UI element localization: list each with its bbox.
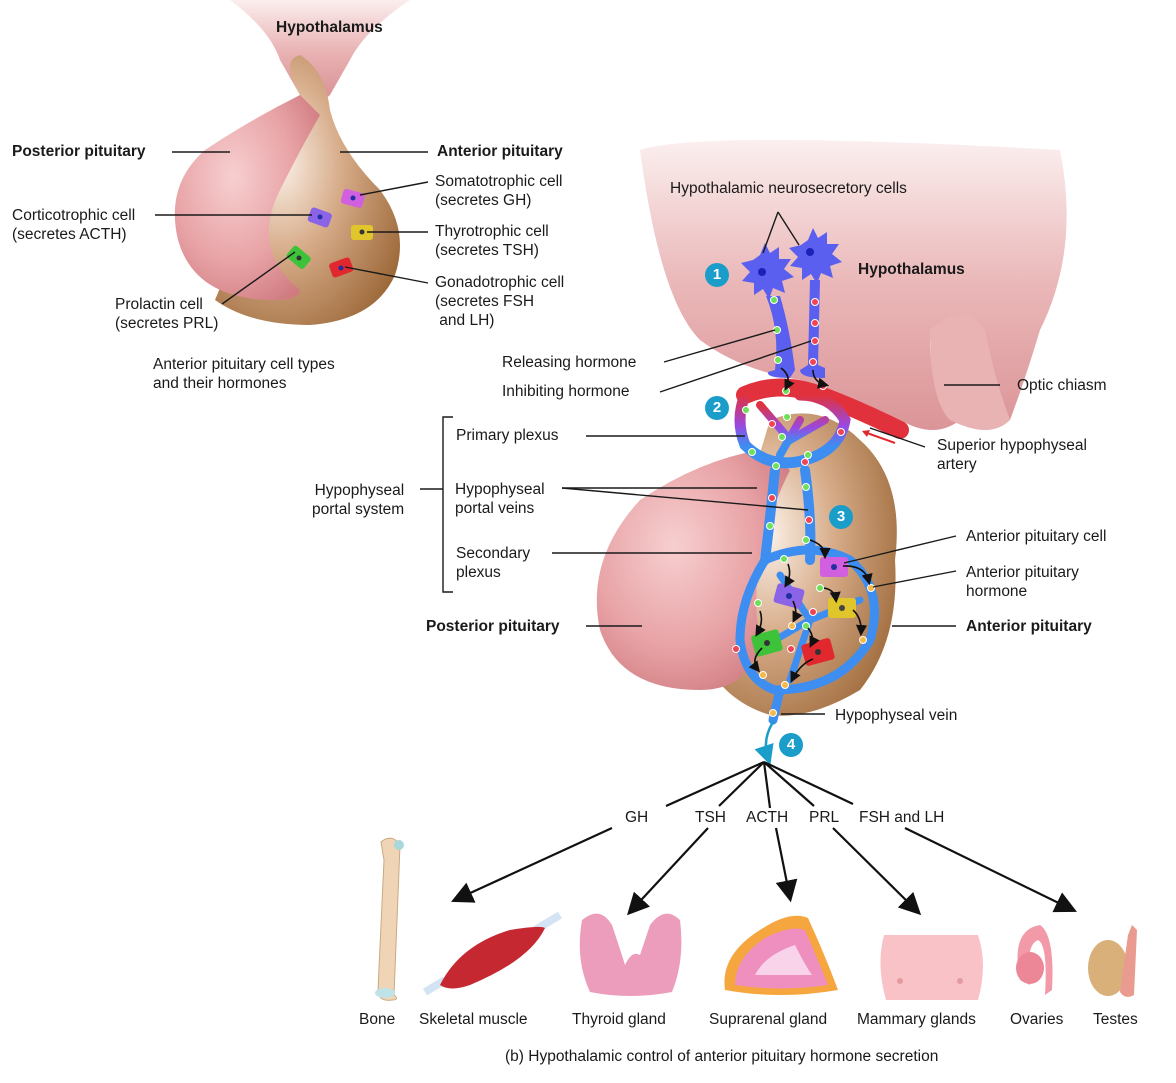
target-skeletal-muscle: Skeletal muscle xyxy=(419,1011,528,1028)
flow-arrows xyxy=(748,367,873,683)
ovaries-illustration xyxy=(1016,925,1053,995)
target-arrows xyxy=(451,827,1077,916)
step-badge-3: 3 xyxy=(829,505,853,529)
hormone-acth: ACTH xyxy=(746,809,789,826)
neurosecretory-cells-label: Hypothalamic neurosecretory cells xyxy=(670,180,907,197)
releasing-hormone-dots xyxy=(742,296,824,630)
inhibiting-hormone-label: Inhibiting hormone xyxy=(502,383,630,400)
hormone-prl: PRL xyxy=(809,809,840,826)
step-badge-1: 1 xyxy=(705,263,729,287)
target-bone: Bone xyxy=(359,1011,396,1028)
optic-chiasm-label: Optic chiasm xyxy=(1017,377,1107,394)
optic-chiasm-shape xyxy=(930,315,1010,430)
panel-b-hypothalamus xyxy=(640,140,1067,430)
panel-a-leader-lines xyxy=(155,151,429,305)
anterior-pituitary-cells-b xyxy=(751,557,856,666)
superior-hypophyseal-artery-label: Superior hypophyseal artery xyxy=(937,437,1087,473)
thyroid-gland-illustration xyxy=(579,913,682,996)
prolactin-cell-label: Prolactin cell(secretes PRL) xyxy=(115,296,219,332)
releasing-hormone-label: Releasing hormone xyxy=(502,354,637,371)
posterior-lobe-a xyxy=(174,95,320,300)
anterior-pituitary-label-b: Anterior pituitary xyxy=(966,618,1092,635)
blood-flow-arrow-icon xyxy=(866,432,896,444)
hormone-gh: GH xyxy=(625,809,649,826)
target-ovaries: Ovaries xyxy=(1010,1011,1064,1028)
skeletal-muscle-illustration xyxy=(422,911,563,996)
secondary-plexus-label: Secondary plexus xyxy=(456,545,531,581)
hormone-fsh-lh: FSH and LH xyxy=(859,809,945,826)
hypothalamus-stalk-a xyxy=(230,0,410,103)
panel-b-leader-lines xyxy=(420,211,1000,715)
target-mammary-glands: Mammary glands xyxy=(857,1011,976,1028)
step-badge-2: 2 xyxy=(705,396,729,420)
anterior-pituitary-cell-label: Anterior pituitary cell xyxy=(966,528,1107,545)
target-testes: Testes xyxy=(1093,1011,1138,1028)
hypothalamus-label-a: Hypothalamus xyxy=(276,19,383,36)
hypophyseal-portal-system-label: Hypophyseal portal system xyxy=(312,482,405,518)
panel-a-pituitary xyxy=(174,0,410,325)
target-suprarenal-gland: Suprarenal gland xyxy=(709,1011,828,1028)
mammary-glands-illustration xyxy=(880,935,983,1000)
primary-plexus-label: Primary plexus xyxy=(456,427,559,444)
corticotrophic-cell-label: Corticotrophic cell(secretes ACTH) xyxy=(12,207,136,243)
figure-caption: (b) Hypothalamic control of anterior pit… xyxy=(505,1048,939,1065)
bone-illustration xyxy=(375,837,404,1001)
anterior-pituitary-label-a: Anterior pituitary xyxy=(437,143,563,160)
thyrotrophic-cell-label: Thyrotrophic cell(secretes TSH) xyxy=(435,223,549,259)
posterior-pituitary-label-a: Posterior pituitary xyxy=(12,143,146,160)
hormone-tree-lines xyxy=(665,760,854,809)
suprarenal-gland-illustration xyxy=(724,915,838,995)
pituitary-hormone-dots xyxy=(759,584,875,717)
gonadotrophic-cell-label: Gonadotrophic cell(secretes FSH and LH) xyxy=(435,274,565,329)
portal-veins-label: Hypophyseal portal veins xyxy=(455,481,545,517)
somatotrophic-cell-label: Somatotrophic cell(secretes GH) xyxy=(435,173,563,209)
testes-illustration xyxy=(1088,925,1137,997)
anterior-pituitary-hormone-label: Anterior pituitary hormone xyxy=(966,564,1079,600)
hypothalamus-label-b: Hypothalamus xyxy=(858,261,965,278)
neurosecretory-cells xyxy=(741,228,842,378)
target-thyroid-gland: Thyroid gland xyxy=(572,1011,666,1028)
hypophyseal-vein-label: Hypophyseal vein xyxy=(835,707,958,724)
posterior-pituitary-label-b: Posterior pituitary xyxy=(426,618,560,635)
step-badge-4: 4 xyxy=(779,733,803,757)
hormone-tsh: TSH xyxy=(695,809,726,826)
panel-a-caption: Anterior pituitary cell types and their … xyxy=(153,356,335,392)
